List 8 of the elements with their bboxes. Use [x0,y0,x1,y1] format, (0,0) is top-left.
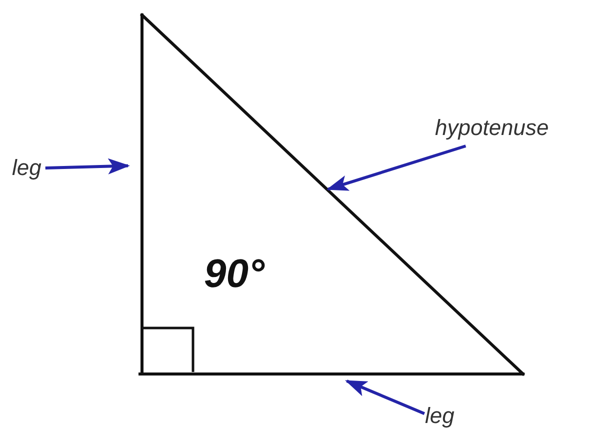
leg-label: leg [425,404,454,428]
leader-arrow [344,380,425,415]
leader-arrow [326,144,466,191]
leg-label: leg [12,156,42,180]
angle-label: 90° [204,252,264,296]
triangle-leg-side [140,14,144,376]
hypotenuse-label: hypotenuse [435,116,549,140]
leader-arrow [45,158,130,174]
